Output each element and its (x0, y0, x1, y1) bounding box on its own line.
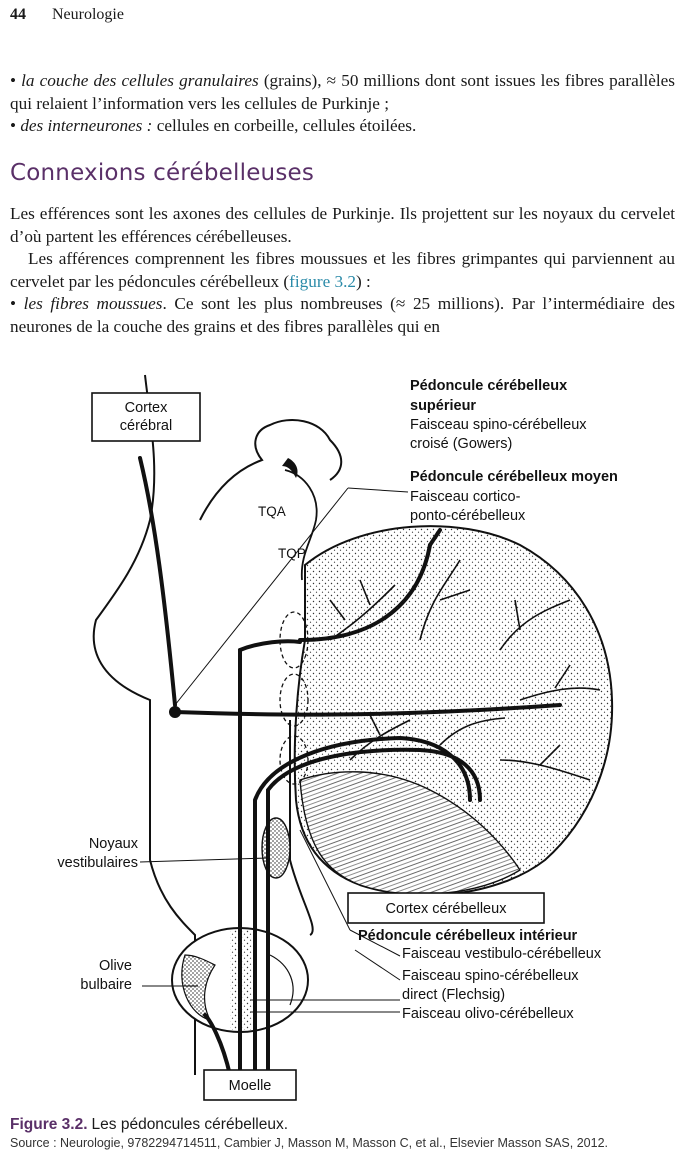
psup-sub-2: croisé (Gowers) (410, 436, 512, 452)
figure-source: Source : Neurologie, 9782294714511, Camb… (10, 1136, 608, 1150)
cerebellar-folia (329, 559, 601, 781)
cerebellar-peduncles-figure: Cortex cérébral Cortex cérébelleux Moell… (57, 374, 618, 1101)
page-number: 44 (10, 6, 26, 23)
figure-label: Figure 3.2. (10, 1116, 88, 1133)
cortex-cerebral-box (91, 392, 201, 442)
pinf-sub-2: Faisceau spino-cérébelleux (402, 968, 579, 984)
pinf-title: Pédoncule cérébelleux intérieur (358, 928, 578, 944)
pmoy-sub-2: ponto-cérébelleux (410, 508, 526, 524)
section-title: Connexions cérébelleuses (10, 160, 315, 186)
brainstem-outline (92, 374, 314, 1075)
cortex-cerebelleux-label: Cortex cérébelleux (386, 901, 508, 917)
running-header: 44 Neurologie (10, 6, 124, 24)
tqa-label: TQA (258, 504, 286, 519)
cortex-cerebral-label-2: cérébral (120, 418, 172, 434)
pontine-node (169, 706, 181, 718)
figure-link[interactable]: figure 3.2 (289, 271, 356, 291)
pinf-sub-3: direct (Flechsig) (402, 987, 505, 1003)
colliculi (284, 469, 318, 581)
psup-sub-1: Faisceau spino-cérébelleux (410, 417, 587, 433)
olive-contralateral (269, 954, 294, 1006)
pinf-sub-4: Faisceau olivo-cérébelleux (402, 1006, 574, 1022)
leader-lines (139, 487, 409, 1013)
thalamus-bulge (199, 419, 343, 521)
cortex-cerebral-label-1: Cortex (125, 400, 168, 416)
noyaux-label-2: vestibulaires (57, 855, 138, 871)
cortex-cerebelleux-box (347, 892, 545, 924)
bullet-granular-layer: • la couche des cellules granulaires (gr… (10, 71, 675, 113)
figure-caption: Figure 3.2.Les pédoncules cérébelleux. (10, 1116, 288, 1134)
running-title: Neurologie (52, 6, 124, 23)
olive-label-2: bulbaire (80, 977, 132, 993)
figure-caption-text: Les pédoncules cérébelleux. (91, 1116, 288, 1133)
paragraph-efferences: Les efférences sont les axones des cellu… (10, 204, 675, 246)
pmoy-sub-1: Faisceau cortico- (410, 489, 521, 505)
fiber-tracts (138, 456, 562, 1082)
psup-title-2: supérieur (410, 398, 476, 414)
moelle-box (203, 1069, 297, 1101)
psup-title-1: Pédoncule cérébelleux (410, 378, 567, 394)
moelle-label: Moelle (229, 1078, 272, 1094)
pmoy-title: Pédoncule cérébelleux moyen (410, 469, 618, 485)
olive-label-1: Olive (99, 958, 132, 974)
olive-shape (181, 954, 216, 1021)
bullet-interneurons: • des interneurones : cellules en corbei… (10, 116, 417, 135)
paragraph-afferences: Les afférences comprennent les fibres mo… (10, 249, 675, 291)
pinf-sub-1: Faisceau vestibulo-cérébelleux (402, 946, 602, 962)
colliculus-mark (282, 458, 298, 478)
section-body: Les efférences sont les axones des cellu… (10, 203, 675, 338)
bullet-mossy-fibers: • les fibres moussues. Ce sont les plus … (10, 294, 676, 336)
noyaux-label-1: Noyaux (89, 836, 139, 852)
cerebellum-laminae (299, 771, 521, 896)
tqp-label: TQP (278, 546, 306, 561)
intro-list: • la couche des cellules granulaires (gr… (10, 70, 675, 138)
